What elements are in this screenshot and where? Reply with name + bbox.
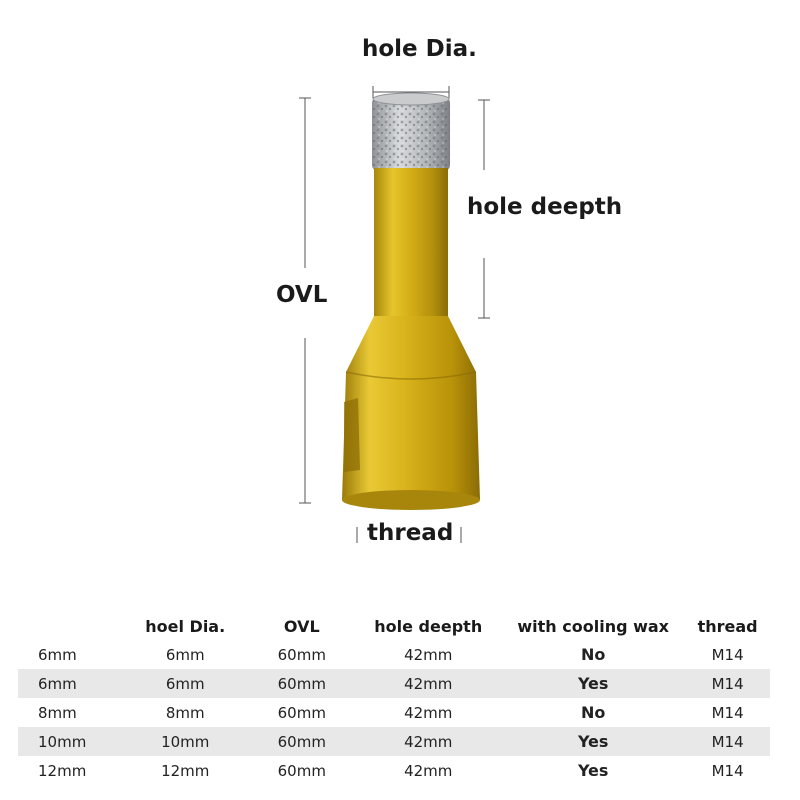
cell-size: 8mm [38,703,77,722]
thread-label: thread [367,520,454,546]
cell-thread: M14 [711,703,744,722]
table-row: 10mm 10mm 60mm 42mm Yes M14 [18,727,770,756]
cell-ovl: 60mm [277,703,326,722]
cell-thread: M14 [685,669,770,698]
header-hole-depth: hole deepth [374,617,483,636]
cell-hole-depth: 42mm [404,761,453,780]
table-row: 6mm 6mm 60mm 42mm No M14 [18,640,770,669]
cell-ovl: 60mm [248,669,356,698]
cell-hole-depth: 42mm [404,703,453,722]
cell-ovl: 60mm [248,727,356,756]
header-thread: thread [697,617,758,636]
cell-thread: M14 [711,761,744,780]
cell-ovl: 60mm [277,761,326,780]
header-ovl: OVL [283,617,320,636]
cell-size: 10mm [18,727,123,756]
cell-hole-depth: 42mm [404,645,453,664]
cell-hole-dia: 6mm [122,669,249,698]
cell-hole-dia: 10mm [122,727,249,756]
cell-size: 6mm [18,669,123,698]
table-row: 12mm 12mm 60mm 42mm Yes M14 [18,756,770,785]
hole-diameter-label: hole Dia. [362,36,477,62]
header-cooling-wax: with cooling wax [517,617,669,636]
dimension-lines [299,86,490,543]
table-row: 6mm 6mm 60mm 42mm Yes M14 [18,669,770,698]
drill-shank [374,168,448,318]
spec-table-header: hoel Dia. OVL hole deepth with cooling w… [18,606,770,640]
hole-depth-label: hole deepth [467,194,623,220]
header-hole-dia: hoel Dia. [145,617,226,636]
cell-thread: M14 [685,727,770,756]
cell-hole-depth: 42mm [355,669,502,698]
cell-thread: M14 [711,645,744,664]
cell-hole-dia: 6mm [165,645,205,664]
cell-size: 6mm [38,645,77,664]
overall-length-label: OVL [276,282,328,308]
cell-cooling-wax: No [580,645,606,664]
cell-hole-dia: 12mm [161,761,210,780]
cell-cooling-wax: Yes [501,727,686,756]
cell-size: 12mm [38,761,87,780]
header-size [18,606,122,640]
cell-cooling-wax: Yes [501,669,686,698]
drill-bit-illustration [299,86,490,543]
cell-hole-depth: 42mm [355,727,502,756]
diamond-tip [372,92,450,171]
spec-table: hoel Dia. OVL hole deepth with cooling w… [18,606,770,785]
drill-body [342,316,480,510]
cell-cooling-wax: No [580,703,606,722]
table-row: 8mm 8mm 60mm 42mm No M14 [18,698,770,727]
cell-cooling-wax: Yes [577,761,609,780]
cell-hole-dia: 8mm [165,703,205,722]
cell-ovl: 60mm [277,645,326,664]
